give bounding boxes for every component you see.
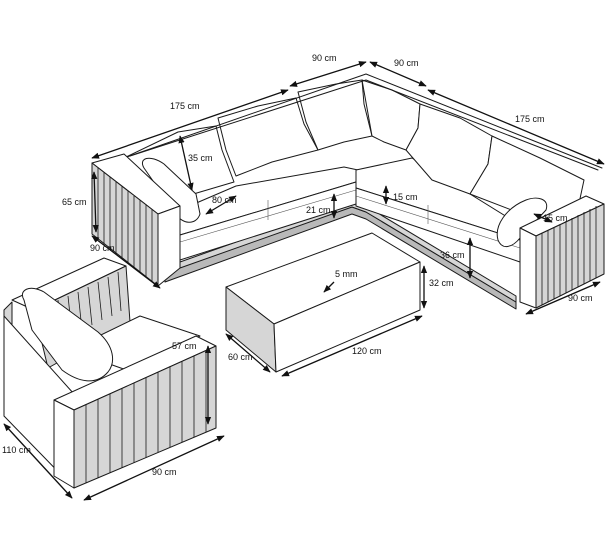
label-seat-height: 21 cm: [306, 205, 331, 215]
label-corner-back-left: 90 cm: [312, 53, 337, 63]
label-armchair-height: 57 cm: [172, 341, 197, 351]
label-right-end-depth: 90 cm: [568, 293, 593, 303]
sofa-right-seat: [355, 157, 521, 263]
label-table-top-thickness: 5 mm: [335, 269, 358, 279]
label-table-width: 60 cm: [228, 352, 253, 362]
label-back-cushion-height: 35 cm: [188, 153, 213, 163]
left-throw-pillow: [142, 157, 201, 223]
dimension-labels: 175 cm 90 cm 90 cm 175 cm 35 cm 65 cm 80…: [2, 53, 593, 477]
label-seat-depth: 80 cm: [212, 195, 237, 205]
armchair-back-cushion: [22, 287, 114, 382]
label-table-height: 32 cm: [429, 278, 454, 288]
right-throw-pillow: [496, 197, 548, 247]
label-left-arm-height: 65 cm: [62, 197, 87, 207]
coffee-table: [225, 232, 421, 373]
label-armchair-depth: 110 cm: [2, 445, 31, 455]
label-armrest-width: 15 cm: [543, 213, 568, 223]
label-seat-base-height: 36 cm: [440, 250, 465, 260]
dimension-lines: [3, 61, 605, 501]
label-corner-back-right: 90 cm: [394, 58, 419, 68]
label-table-length: 120 cm: [352, 346, 382, 356]
label-seat-cushion-thickness: 15 cm: [393, 192, 418, 202]
label-sofa-back-left-length: 175 cm: [170, 101, 200, 111]
label-left-arm-depth: 90 cm: [90, 243, 115, 253]
label-armchair-width: 90 cm: [152, 467, 177, 477]
label-sofa-back-right-length: 175 cm: [515, 114, 545, 124]
